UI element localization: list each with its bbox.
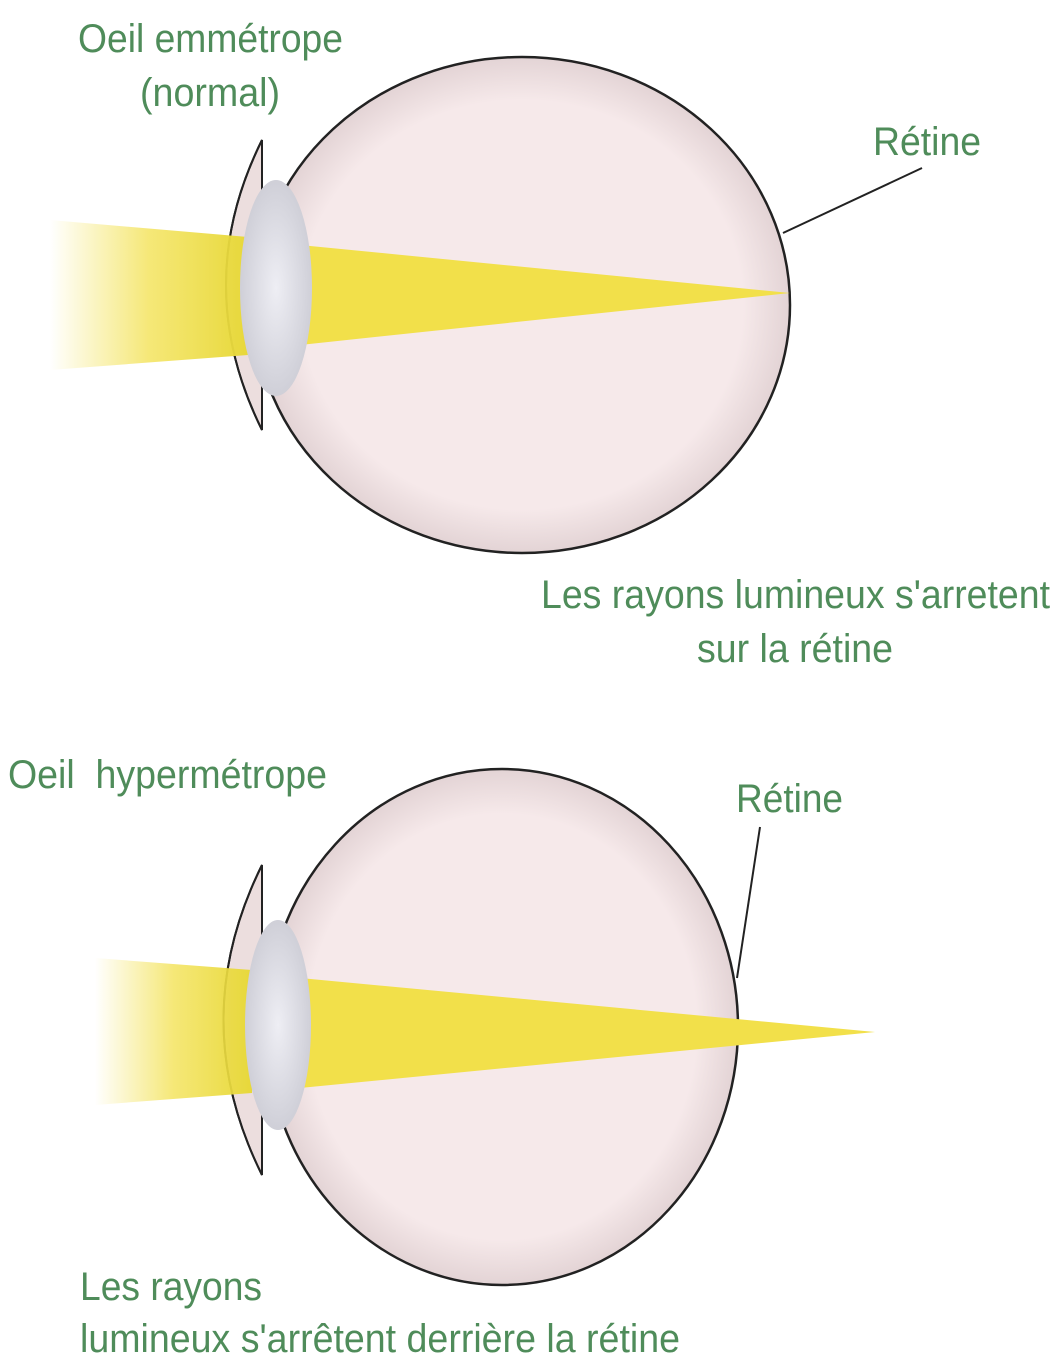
light-beam-focused	[300, 978, 875, 1088]
lens	[240, 180, 312, 396]
light-beam-incoming	[95, 958, 252, 1105]
light-beam-incoming	[50, 220, 248, 370]
hyperopic-eye-title: Oeil hypermétrope	[8, 753, 327, 797]
normal-eye-subtitle: (normal)	[140, 71, 280, 115]
normal-eye-title: Oeil emmétrope	[78, 17, 343, 61]
normal-caption-line1: Les rayons lumineux s'arretent	[541, 573, 1050, 617]
retina-label: Rétine	[873, 120, 981, 164]
lens	[245, 920, 311, 1130]
normal-eye	[50, 55, 923, 555]
hyperopic-caption-line1: Les rayons	[80, 1265, 262, 1309]
retina-pointer	[736, 826, 761, 979]
retina-pointer	[782, 167, 923, 234]
normal-caption-line2: sur la rétine	[697, 627, 893, 671]
light-beam-focused	[300, 245, 790, 345]
hyperopic-eye	[95, 767, 875, 1287]
hyperopic-caption-line2: lumineux s'arrêtent derrière la rétine	[80, 1317, 680, 1361]
retina-label: Rétine	[736, 777, 843, 821]
